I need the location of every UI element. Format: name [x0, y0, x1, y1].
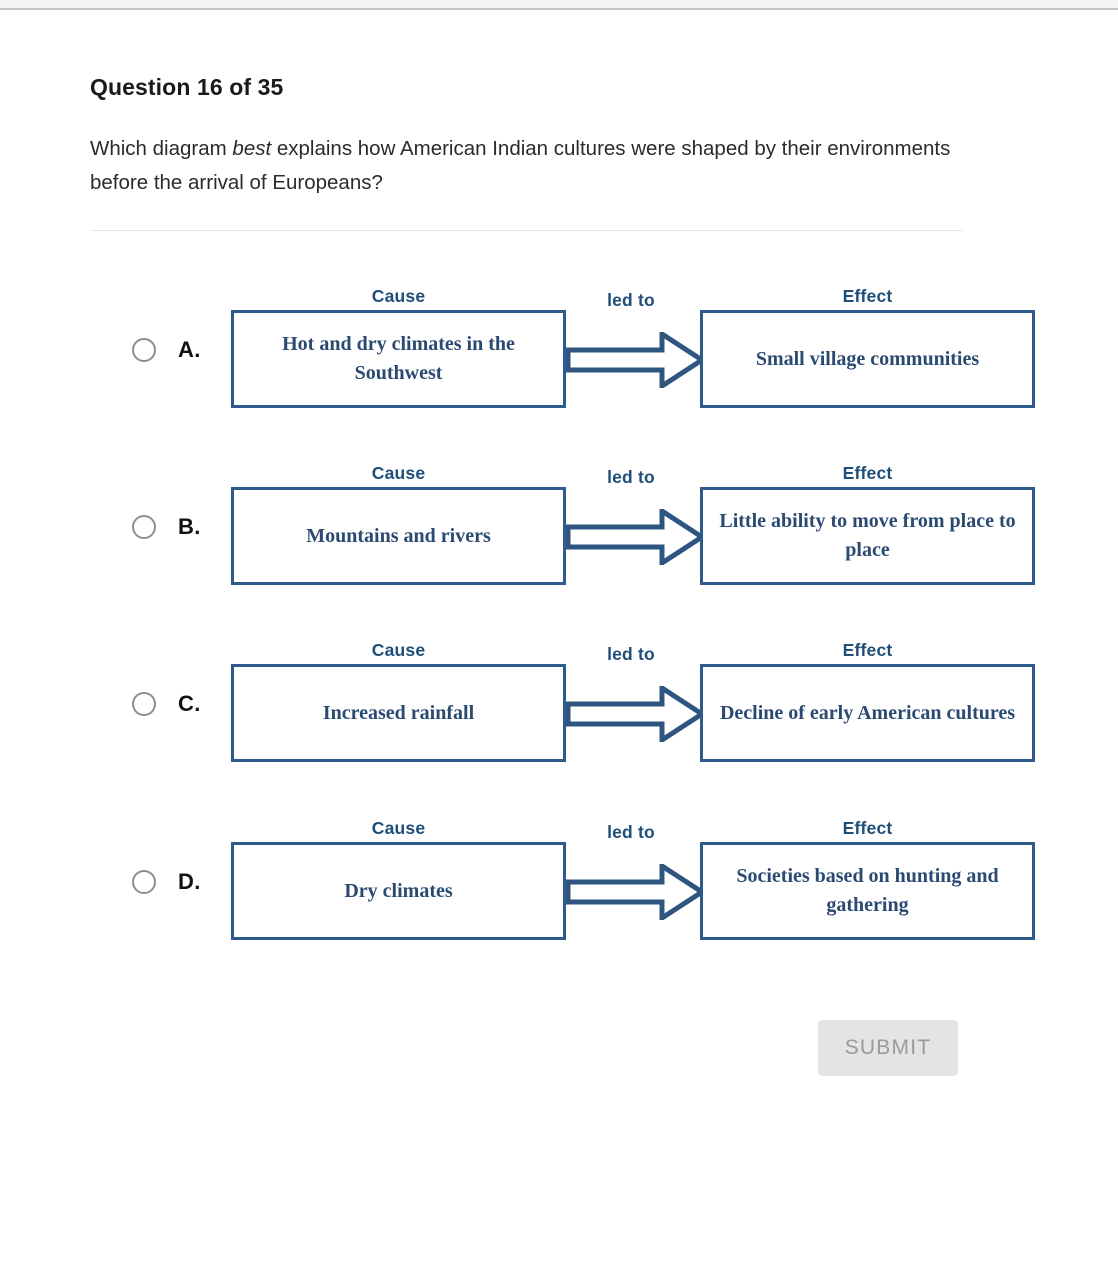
cause-caption-b: Cause: [371, 463, 426, 483]
effect-caption-c: Effect: [842, 640, 893, 660]
section-divider: [90, 230, 963, 231]
effect-box-c: Decline of early American cultures: [700, 664, 1035, 762]
option-letter-d: D.: [178, 869, 201, 894]
effect-box-d: Societies based on hunting and gathering: [700, 842, 1035, 940]
effect-box-b: Little ability to move from place to pla…: [700, 487, 1035, 585]
radio-option-d[interactable]: [132, 870, 156, 894]
option-letter-c: C.: [178, 691, 201, 716]
option-letter-b: B.: [178, 514, 201, 539]
cause-box-a: Hot and dry climates in the Southwest: [231, 310, 566, 408]
effect-box-text-a: Small village communities: [755, 347, 980, 370]
question-prompt-suffix: explains how American Indian cultures we…: [90, 137, 951, 194]
cause-box-b: Mountains and rivers: [231, 487, 566, 585]
cause-caption-d: Cause: [371, 818, 426, 838]
cause-box-text-a: Hot and dry climates in the Southwest: [282, 333, 515, 384]
effect-caption-d: Effect: [842, 818, 893, 838]
cause-caption-a: Cause: [371, 286, 426, 306]
cause-box-d: Dry climates: [231, 842, 566, 940]
effect-caption-b: Effect: [842, 463, 893, 483]
led-to-arrow-icon-a: [566, 332, 704, 388]
cause-box-text-c: Increased rainfall: [322, 701, 475, 724]
cause-caption-c: Cause: [371, 640, 426, 660]
browser-top-strip: [0, 0, 1118, 10]
effect-caption-a: Effect: [842, 286, 893, 306]
led-to-arrow-icon-b: [566, 509, 704, 565]
submit-button[interactable]: SUBMIT: [818, 1020, 958, 1076]
cause-box-c: Increased rainfall: [231, 664, 566, 762]
option-letter-a: A.: [178, 337, 201, 362]
option-row-d[interactable]: D. Cause Effect Dry climates led to Soci…: [0, 812, 1118, 962]
diagram-option-c: Cause Effect Increased rainfall led to D…: [0, 634, 1118, 784]
connector-label-c: led to: [607, 644, 655, 664]
effect-box-text-b: Little ability to move from place to pla…: [719, 510, 1016, 561]
led-to-arrow-icon-d: [566, 864, 704, 920]
question-prompt: Which diagram best explains how American…: [90, 132, 960, 200]
effect-box-a: Small village communities: [700, 310, 1035, 408]
option-row-a[interactable]: A. Cause Effect Hot and dry climates in …: [0, 280, 1118, 430]
led-to-arrow-icon-c: [566, 686, 704, 742]
effect-box-text-d: Societies based on hunting and gathering: [736, 865, 999, 916]
cause-box-text-d: Dry climates: [344, 879, 453, 902]
question-prompt-emphasis: best: [232, 137, 272, 160]
option-row-b[interactable]: B. Cause Effect Mountains and rivers led…: [0, 457, 1118, 607]
cause-box-text-b: Mountains and rivers: [306, 524, 491, 547]
page-title: Question 16 of 35: [90, 74, 284, 100]
connector-label-b: led to: [607, 467, 655, 487]
diagram-option-a: Cause Effect Hot and dry climates in the…: [0, 280, 1118, 430]
option-row-c[interactable]: C. Cause Effect Increased rainfall led t…: [0, 634, 1118, 784]
radio-option-a[interactable]: [132, 338, 156, 362]
connector-label-d: led to: [607, 822, 655, 842]
radio-option-b[interactable]: [132, 515, 156, 539]
connector-label-a: led to: [607, 290, 655, 310]
question-prompt-prefix: Which diagram: [90, 137, 233, 160]
effect-box-text-c: Decline of early American cultures: [719, 701, 1016, 724]
radio-option-c[interactable]: [132, 692, 156, 716]
diagram-option-b: Cause Effect Mountains and rivers led to…: [0, 457, 1118, 607]
diagram-option-d: Cause Effect Dry climates led to Societi…: [0, 812, 1118, 962]
